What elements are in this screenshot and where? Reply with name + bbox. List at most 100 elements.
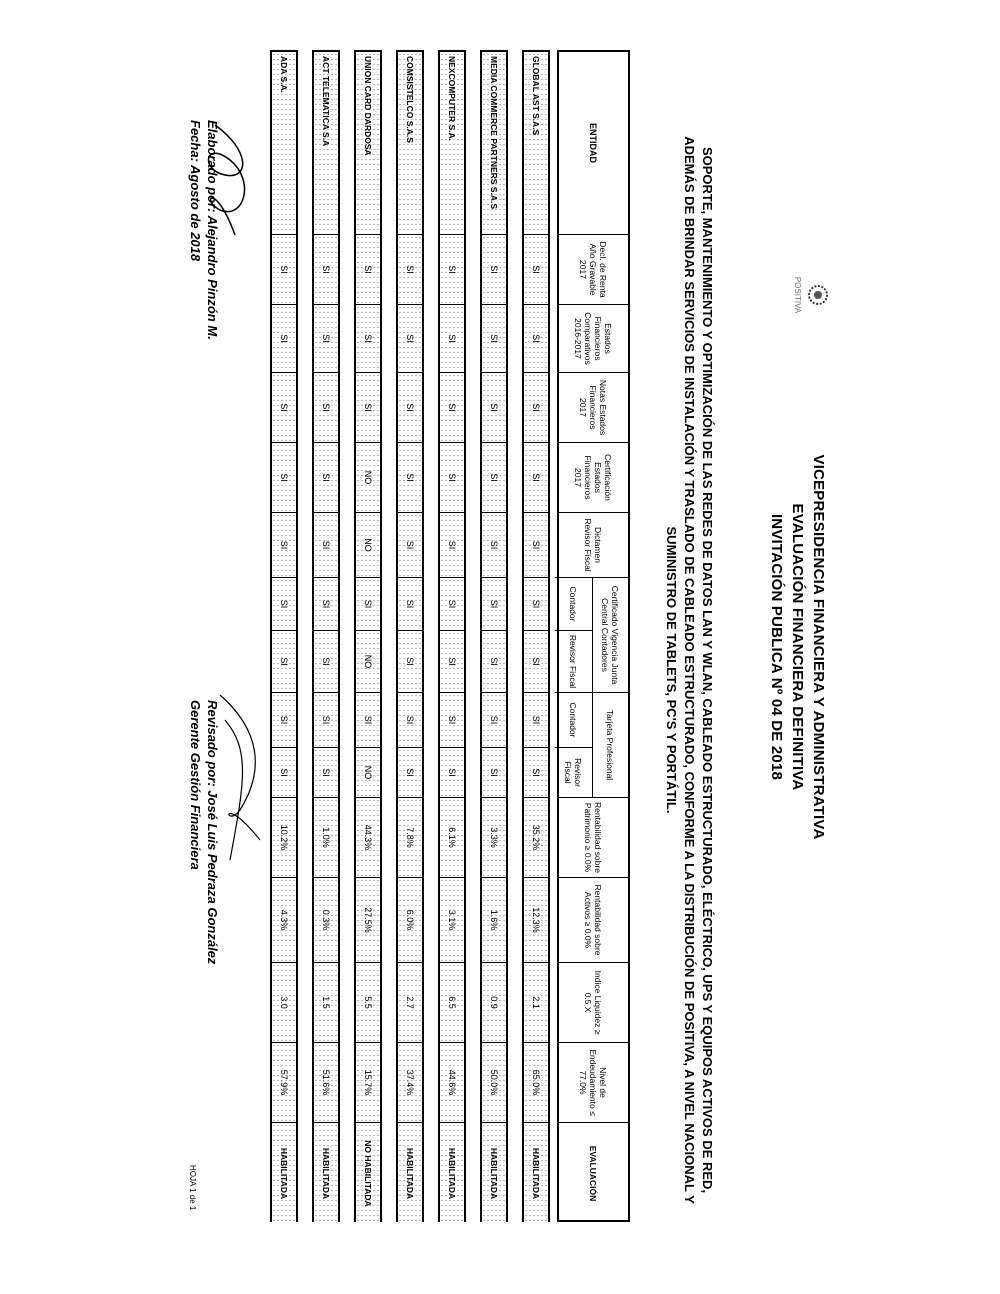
check-cell: SI [440,577,464,630]
check-cell: NO [356,512,380,577]
liquidez-cell: 0.9 [482,962,506,1042]
check-cell: SI [524,577,548,630]
rent-patrimonio-cell: 6.1% [440,797,464,877]
check-cell: SI [440,747,464,797]
rent-activos-cell: 12.3% [524,877,548,962]
check-cell: SI [314,630,338,692]
check-cell: SI [440,304,464,372]
evaluacion-cell: HABILITADA [272,1122,296,1224]
evaluacion-cell: HABILITADA [440,1122,464,1224]
check-cell: SI [482,304,506,372]
check-cell: SI [398,442,422,512]
header-entidad: ENTIDAD [588,123,599,163]
rent-patrimonio-cell: 3.3% [482,797,506,877]
svg-text:POSITIVA: POSITIVA [793,277,802,314]
check-cell: NO [356,442,380,512]
entity-name: UNION CARD DARDOSA [356,52,380,234]
check-cell: SI [482,577,506,630]
header-tp-revisor: Revisor Fiscal [555,747,592,797]
rent-patrimonio-cell: 44.3% [356,797,380,877]
check-cell: SI [398,747,422,797]
check-cell: SI [272,747,296,797]
entity-name: MEDIA COMMERCE PARTNERS S.A.S [482,52,506,234]
check-cell: SI [272,234,296,304]
header-endeudamiento: Nivel de Endeudamiento ≤ 77.0% [559,1042,628,1122]
check-cell: SI [398,577,422,630]
liquidez-cell: 2.7 [398,962,422,1042]
entity-name: COMSISTELCO S.A.S [398,52,422,234]
liquidez-cell: 5.5 [356,962,380,1042]
check-cell: SI [272,372,296,442]
evaluacion-cell: HABILITADA [482,1122,506,1224]
check-cell: SI [482,442,506,512]
check-cell: SI [314,372,338,442]
check-cell: SI [440,442,464,512]
check-cell: SI [398,304,422,372]
check-cell: SI [524,512,548,577]
header-tp-group: Tarjeta Profesional [592,692,628,797]
header-tp-contador: Contador [555,692,592,747]
check-cell: SI [482,747,506,797]
description-line: SUMINISTRO DE TABLETS, PC'S Y PORTÁTIL. [664,526,679,814]
header-jcc-group: Certificado Vigencia Junta Central Conta… [592,577,628,692]
header-evaluacion: EVALUACIÓN [559,1122,628,1224]
check-cell: SI [314,577,338,630]
header-notas: Notas Estados Financieros 2017 [559,372,628,442]
check-cell: SI [440,372,464,442]
rent-activos-cell: 4.3% [272,877,296,962]
check-cell: SI [398,512,422,577]
rent-activos-cell: 1.6% [482,877,506,962]
header-rent-activos: Rentabilidad sobre Activos ≥ 0.0% [559,877,628,962]
entity-name: NEXCOMPUTER S.A. [440,52,464,234]
signature-elaborado [208,124,246,236]
header-rent-patrimonio: Rentabilidad sobre Patrimonio ≥ 0.0% [559,797,628,877]
endeudamiento-cell: 15.7% [356,1042,380,1122]
check-cell: SI [356,304,380,372]
check-cell: SI [440,630,464,692]
cargo: Gerente Gestión Financiera [188,700,203,870]
page-number: HOJA 1 de 1 [188,1165,197,1211]
entity-name: ACT TELEMATICA S.A [314,52,338,234]
check-cell: SI [524,747,548,797]
check-cell: SI [314,512,338,577]
evaluacion-cell: NO HABILITADA [356,1122,380,1224]
rent-patrimonio-cell: 10.2% [272,797,296,877]
check-cell: SI [440,512,464,577]
check-cell: SI [272,442,296,512]
check-cell: SI [482,372,506,442]
revisado-por: Revisado por: José Luis Pedraza González [205,700,220,965]
positiva-logo: POSITIVA [793,277,828,314]
header-estados: Estados Financieros Comparativos 2016-20… [559,304,628,372]
check-cell: SI [272,304,296,372]
rent-patrimonio-cell: 35.2% [524,797,548,877]
check-cell: SI [524,234,548,304]
fecha: Fecha: Agosto de 2018 [188,120,203,262]
header-dictamen: Dictamen Revisor Fiscal [559,512,628,577]
title-line-1: VICEPRESIDENCIA FINANCIERA Y ADMINISTRAT… [810,454,827,840]
check-cell: SI [356,234,380,304]
check-cell: SI [440,234,464,304]
entity-name: GLOBAL AST S.A.S [524,52,548,234]
check-cell: SI [482,692,506,747]
check-cell: NO [356,630,380,692]
check-cell: SI [314,304,338,372]
evaluacion-cell: HABILITADA [398,1122,422,1224]
check-cell: SI [398,372,422,442]
rent-activos-cell: 3.1% [440,877,464,962]
endeudamiento-cell: 57.9% [272,1042,296,1122]
check-cell: NO [356,747,380,797]
check-cell: SI [356,692,380,747]
check-cell: SI [314,234,338,304]
evaluacion-cell: HABILITADA [314,1122,338,1224]
title-line-2: EVALUACIÓN FINANCIERA DEFINITIVA [789,503,806,791]
rent-patrimonio-cell: 1.0% [314,797,338,877]
endeudamiento-cell: 65.0% [524,1042,548,1122]
check-cell: SI [272,630,296,692]
check-cell: SI [398,234,422,304]
liquidez-cell: 2.1 [524,962,548,1042]
